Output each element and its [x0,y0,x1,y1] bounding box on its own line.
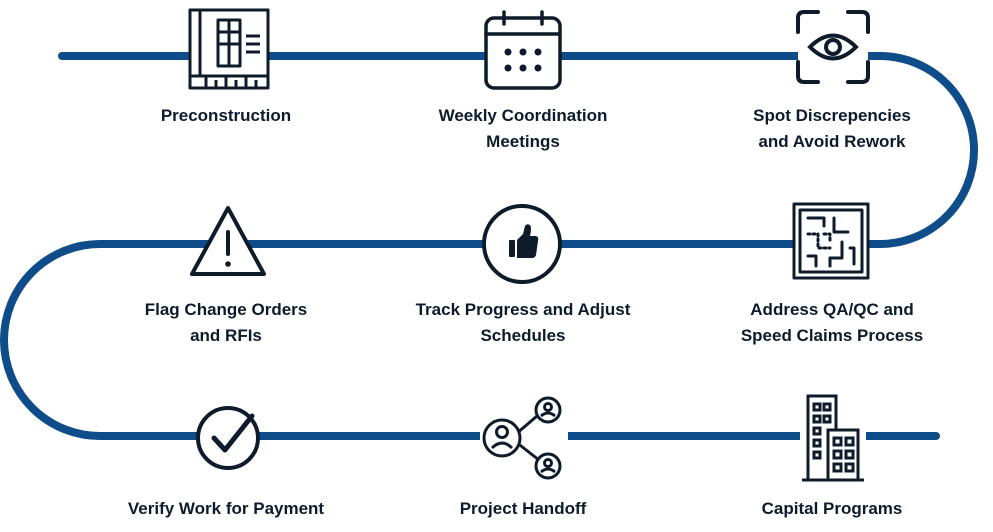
thumbs-up-icon [482,204,562,284]
step-label-line: Preconstruction [160,106,292,125]
step-label-line: Verify Work for Payment [127,499,325,518]
step-label-weekly-coordination: Weekly Coordination Meetings [393,103,653,155]
step-label-line: Meetings [486,132,560,151]
calendar-icon [484,10,562,90]
step-label-line: and RFIs [190,326,262,345]
step-label-line: Speed Claims Process [740,326,924,345]
step-label-line: Spot Discrepencies [753,106,911,125]
step-label-line: Flag Change Orders [144,300,308,319]
step-label-track-progress: Track Progress and Adjust Schedules [393,297,653,349]
buildings-icon [800,394,866,484]
step-label-flag-change-orders: Flag Change Orders and RFIs [96,297,356,349]
network-users-icon [480,394,568,482]
checkmark-circle-icon [196,406,260,470]
blueprint-icon [188,8,270,90]
circuit-board-icon [792,202,870,280]
step-label-capital-programs: Capital Programs [702,496,962,522]
warning-icon [190,206,266,276]
step-label-line: Track Progress and Adjust [415,300,631,319]
step-label-line: Weekly Coordination [438,106,608,125]
step-label-line: Capital Programs [761,499,903,518]
step-label-address-qaqc: Address QA/QC and Speed Claims Process [702,297,962,349]
step-label-spot-discrepencies: Spot Discrepencies and Avoid Rework [702,103,962,155]
step-label-project-handoff: Project Handoff [393,496,653,522]
step-label-line: Project Handoff [459,499,587,518]
eye-scan-icon [796,10,870,84]
step-label-line: Address QA/QC and [750,300,914,319]
step-label-line: and Avoid Rework [758,132,906,151]
step-label-preconstruction: Preconstruction [96,103,356,129]
step-label-line: Schedules [480,326,566,345]
step-label-verify-work: Verify Work for Payment [96,496,356,522]
